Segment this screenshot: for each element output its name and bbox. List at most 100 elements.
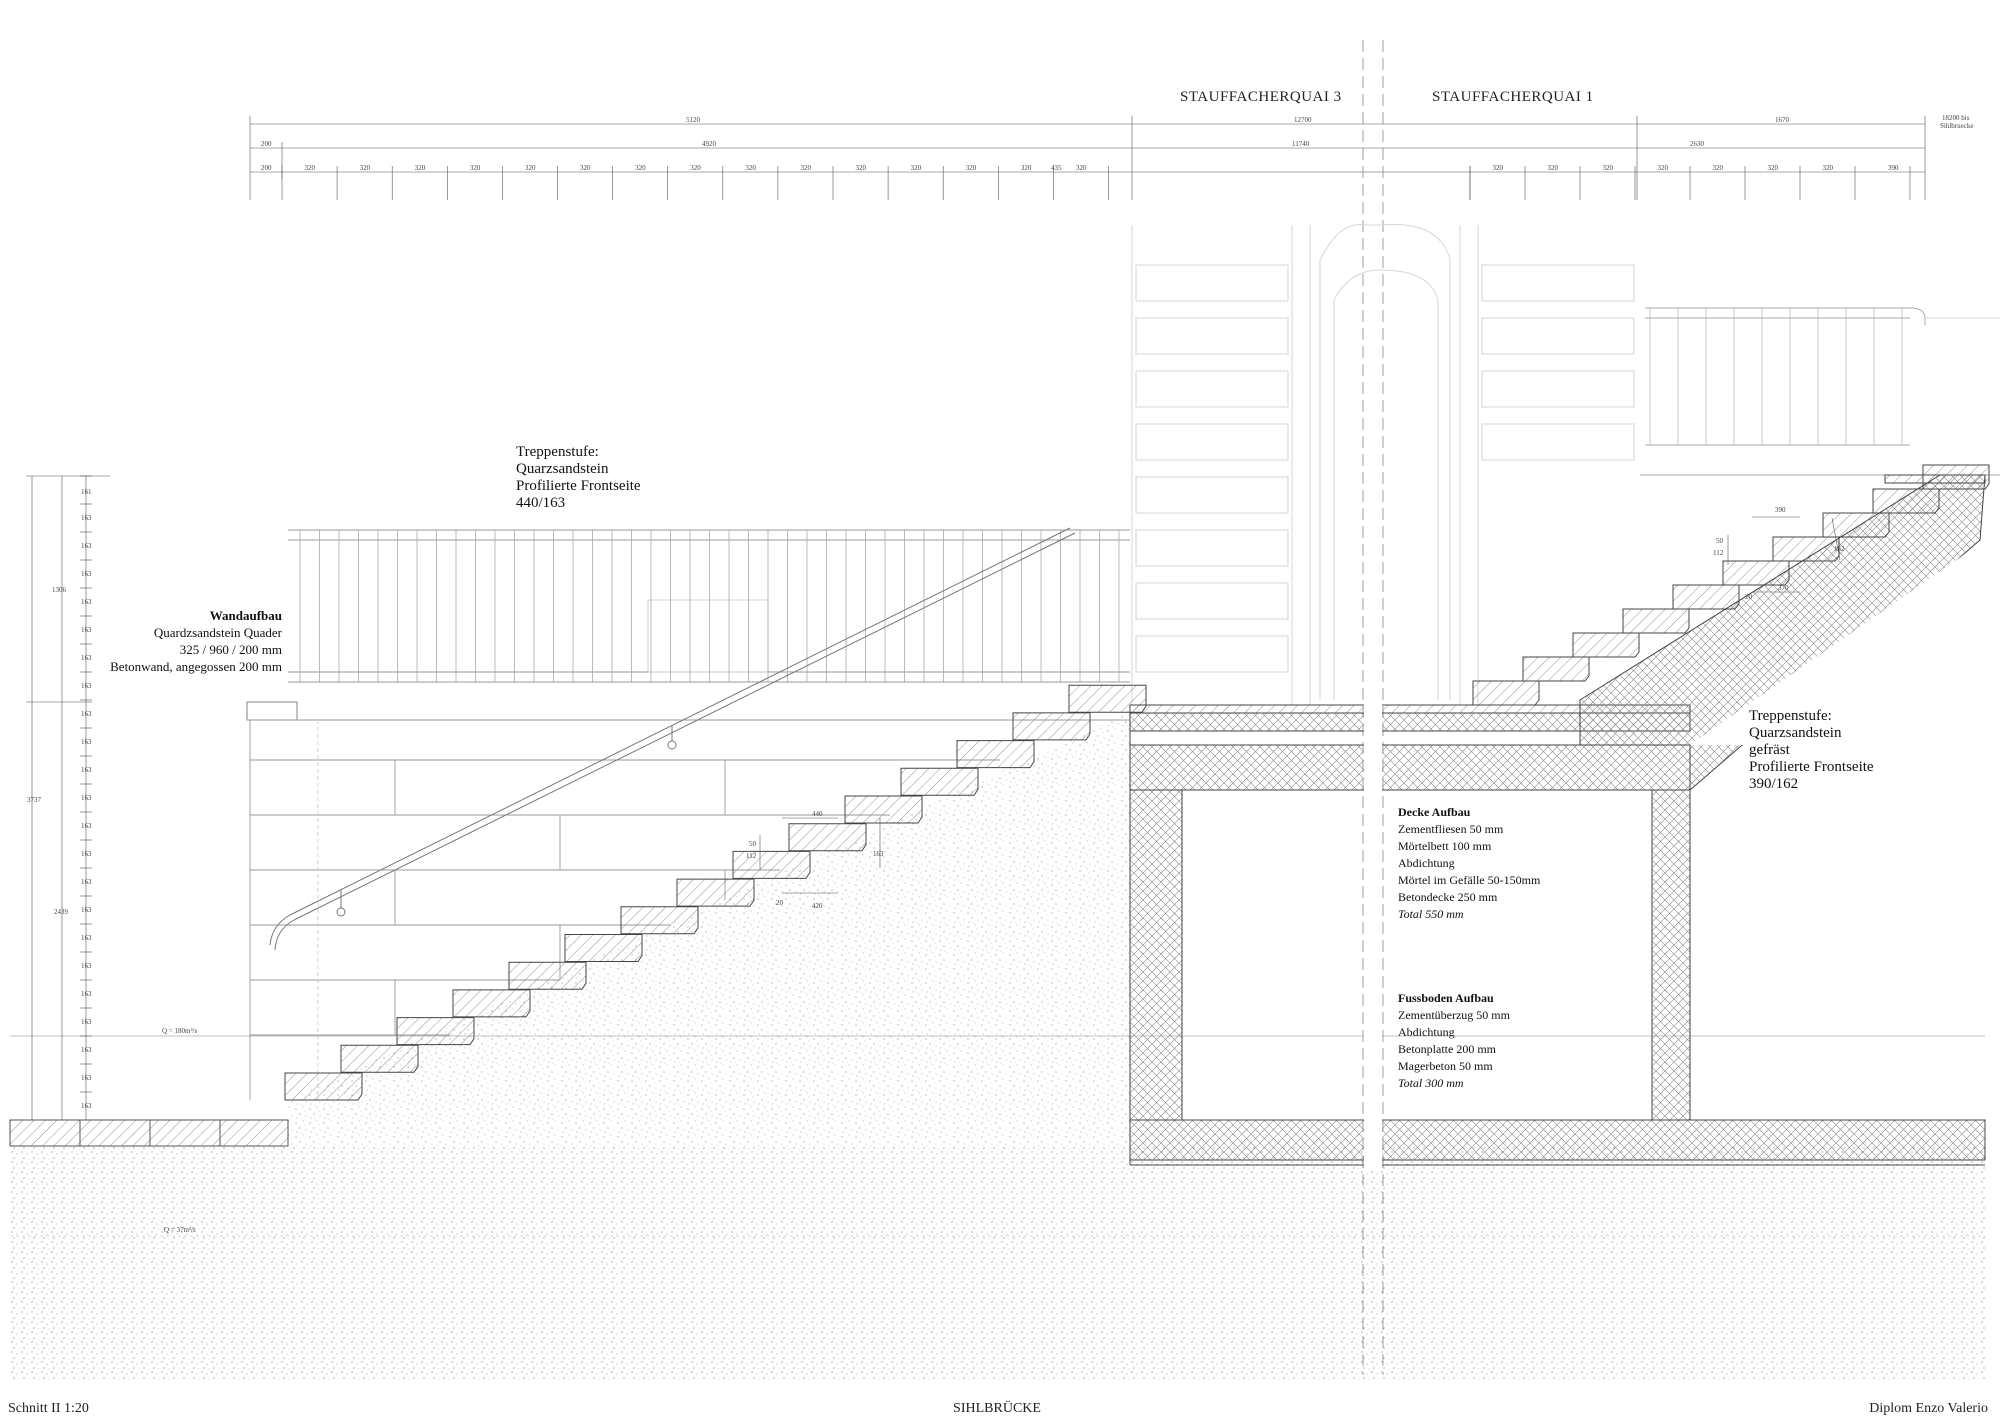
stair-step-tread bbox=[284, 1072, 363, 1101]
v-step-label: 163 bbox=[81, 794, 92, 802]
right-railing bbox=[1640, 307, 2000, 476]
right-railing-bars bbox=[1649, 308, 1903, 445]
dim-repeat-label: 320 bbox=[360, 164, 371, 172]
left-stair-height: 163 bbox=[873, 850, 884, 858]
header-stauffacherquai-1: STAUFFACHERQUAI 1 bbox=[1432, 89, 1594, 105]
vdim-total: 3737 bbox=[27, 796, 42, 804]
dim-repeat-label: 320 bbox=[1021, 164, 1032, 172]
dim-repeat-label: 320 bbox=[1768, 164, 1779, 172]
label-step-right-line-2: Quarzsandstein bbox=[1749, 725, 1842, 741]
dim-repeat-label: 320 bbox=[525, 164, 536, 172]
vdim-upper: 1306 bbox=[52, 586, 67, 594]
dim-top-left-total: 5120 bbox=[686, 116, 701, 124]
label-step-right-line-1: Treppenstufe: bbox=[1749, 708, 1832, 724]
right-stair-steps bbox=[1472, 464, 1990, 706]
stair-step-tread bbox=[788, 823, 867, 852]
upper-landing bbox=[1884, 474, 1986, 484]
dim-repeat-label: 320 bbox=[580, 164, 591, 172]
v-step-label: 163 bbox=[81, 906, 92, 914]
v-step-label: 163 bbox=[81, 850, 92, 858]
stair-step-tread bbox=[1572, 632, 1640, 658]
v-step-label: 163 bbox=[81, 822, 92, 830]
label-ceiling-line-3: Abdichtung bbox=[1398, 856, 1455, 870]
dim-repeat-label: 320 bbox=[1658, 164, 1669, 172]
culvert-structure bbox=[1129, 704, 1986, 1166]
dim-second-left-start: 200 bbox=[261, 140, 272, 148]
stair-step-tread bbox=[508, 961, 587, 990]
v-step-label: 163 bbox=[81, 738, 92, 746]
stair-step bbox=[1722, 560, 1790, 586]
right-stair-detail-dims bbox=[1727, 516, 1841, 593]
dim-top-middle-total: 12700 bbox=[1294, 116, 1312, 124]
ground-soil bbox=[10, 1146, 1985, 1380]
right-stair-slab-fill bbox=[1690, 540, 1985, 745]
dim-second-left-main: 4920 bbox=[702, 140, 717, 148]
v-step-label: 163 bbox=[81, 1102, 92, 1110]
label-wall: Wandaufbau Quardzsandstein Quader 325 / … bbox=[110, 608, 283, 674]
label-wall-title: Wandaufbau bbox=[210, 608, 282, 623]
cut-gap-mask bbox=[1364, 700, 1382, 1170]
stair-step bbox=[620, 906, 699, 935]
label-ceiling-total: Total 550 mm bbox=[1398, 907, 1464, 921]
dim-repeat-label: 320 bbox=[1076, 164, 1087, 172]
label-floor: Fussboden Aufbau Zementüberzug 50 mm Abd… bbox=[1398, 991, 1511, 1090]
stair-step-tread bbox=[844, 795, 923, 824]
dim-repeat-label: 320 bbox=[470, 164, 481, 172]
v-step-label: 163 bbox=[81, 1046, 92, 1054]
dim-third-right-end: 390 bbox=[1888, 164, 1899, 172]
water-level-high: Q = 180m³/s bbox=[162, 1027, 197, 1035]
stair-step bbox=[676, 878, 755, 907]
stair-step-tread bbox=[1722, 560, 1790, 586]
stair-step-tread bbox=[1772, 536, 1840, 562]
label-step-left: Treppenstufe: Quarzsandstein Profilierte… bbox=[516, 444, 641, 511]
dim-repeat-label: 320 bbox=[415, 164, 426, 172]
stair-step-tread bbox=[564, 934, 643, 962]
label-floor-line-1: Zementüberzug 50 mm bbox=[1398, 1008, 1511, 1022]
stair-embankment bbox=[288, 712, 1130, 1146]
stair-step-tread bbox=[1012, 712, 1091, 741]
stair-step bbox=[956, 740, 1035, 769]
v-step-label: 163 bbox=[81, 542, 92, 550]
vdim-top-step: 161 bbox=[81, 488, 92, 496]
stair-step bbox=[340, 1044, 419, 1073]
dim-second-middle: 11740 bbox=[1292, 140, 1310, 148]
left-stair-nosing: 50 bbox=[749, 840, 757, 848]
dim-repeat-label: 320 bbox=[305, 164, 316, 172]
label-step-left-line-1: Treppenstufe: bbox=[516, 444, 599, 460]
label-step-right-line-4: Profilierte Frontseite bbox=[1749, 759, 1874, 775]
v-step-label: 163 bbox=[81, 626, 92, 634]
label-step-left-line-4: 440/163 bbox=[516, 495, 565, 511]
label-floor-line-3: Betonplatte 200 mm bbox=[1398, 1042, 1497, 1056]
dim-repeat-label: 320 bbox=[1548, 164, 1559, 172]
stair-step bbox=[1872, 488, 1940, 514]
stair-step-tread bbox=[1822, 512, 1890, 538]
stair-step bbox=[284, 1072, 363, 1101]
v-step-label: 163 bbox=[81, 878, 92, 886]
stair-step bbox=[788, 823, 867, 852]
dim-top-right-end-1: 18200 bis bbox=[1942, 114, 1970, 122]
v-step-label: 163 bbox=[81, 710, 92, 718]
stair-step-tread bbox=[452, 989, 531, 1018]
stair-step-tread bbox=[1472, 680, 1540, 706]
stair-step-tread bbox=[956, 740, 1035, 769]
right-stair-riser: 112 bbox=[1713, 549, 1724, 557]
stair-step-tread bbox=[900, 767, 979, 796]
v-step-label: 163 bbox=[81, 1074, 92, 1082]
left-stair-detail-dims bbox=[759, 817, 881, 894]
label-ceiling: Decke Aufbau Zementfliesen 50 mm Mörtelb… bbox=[1398, 805, 1541, 921]
dim-repeat-label: 320 bbox=[800, 164, 811, 172]
dim-repeat-label: 320 bbox=[1493, 164, 1504, 172]
left-railing bbox=[288, 529, 1130, 683]
building-facade bbox=[1131, 223, 1635, 705]
dim-repeat-label: 320 bbox=[690, 164, 701, 172]
label-wall-line-1: Quardzsandstein Quader bbox=[154, 625, 283, 640]
v-step-label: 163 bbox=[81, 598, 92, 606]
label-floor-total: Total 300 mm bbox=[1398, 1076, 1464, 1090]
right-stair-gap: 20 bbox=[1745, 593, 1753, 601]
label-floor-line-4: Magerbeton 50 mm bbox=[1398, 1059, 1493, 1073]
label-ceiling-title: Decke Aufbau bbox=[1398, 805, 1471, 819]
stair-step bbox=[452, 989, 531, 1018]
stair-step bbox=[732, 850, 811, 879]
label-ceiling-line-4: Mörtel im Gefälle 50-150mm bbox=[1398, 873, 1541, 887]
